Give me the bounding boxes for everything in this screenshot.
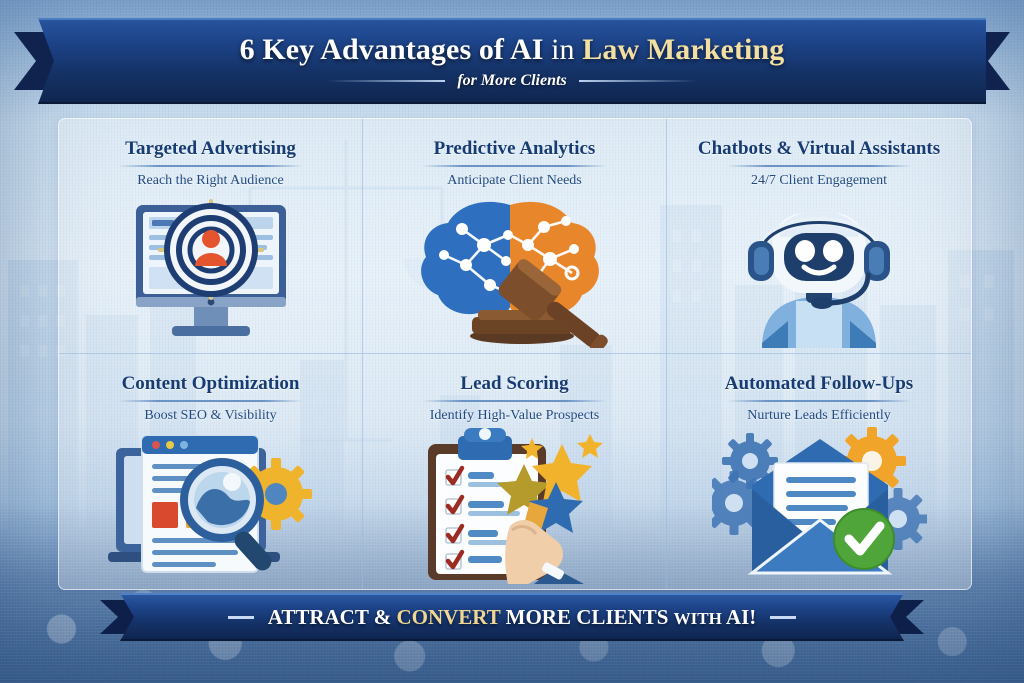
card-title-rule (726, 164, 912, 167)
card-chatbots-virtual-assistants[interactable]: Chatbots & Virtual Assistants 24/7 Clien… (667, 119, 971, 354)
card-title-rule (118, 164, 303, 167)
monitor-target-icon (135, 199, 286, 337)
footer-dash-right (770, 616, 796, 619)
card-icon-area (59, 189, 362, 353)
footer-segment-a: ATTRACT & (267, 604, 397, 629)
card-subtitle: 24/7 Client Engagement (750, 172, 888, 188)
card-title-rule (726, 399, 912, 402)
subtitle-rule-right (578, 79, 697, 82)
footer-segment-with: WITH (673, 608, 722, 628)
card-icon-area (363, 189, 666, 353)
card-title: Content Optimization (121, 373, 300, 394)
header-banner: 6 Key Advantages of AI in Law Marketing … (0, 8, 1024, 108)
card-subtitle: Boost SEO & Visibility (144, 407, 277, 423)
page-title: 6 Key Advantages of AI in Law Marketing (240, 33, 785, 67)
brain-gavel-icon (420, 202, 608, 349)
card-title: Lead Scoring (460, 373, 569, 394)
magnifier-icon (180, 458, 272, 571)
card-lead-scoring[interactable]: Lead Scoring Identify High-Value Prospec… (363, 354, 667, 589)
card-title-rule (422, 399, 607, 402)
card-title-rule (422, 164, 607, 167)
footer-cta: ATTRACT & CONVERT MORE CLIENTS WITH AI! (268, 605, 757, 630)
card-subtitle: Nurture Leads Efficiently (747, 407, 891, 423)
card-title-rule (118, 399, 303, 402)
browser-magnifier-gear-icon (108, 435, 312, 574)
banner-body: 6 Key Advantages of AI in Law Marketing … (38, 18, 986, 104)
card-content-optimization[interactable]: Content Optimization Boost SEO & Visibil… (59, 354, 363, 589)
card-targeted-advertising[interactable]: Targeted Advertising Reach the Right Aud… (59, 119, 363, 354)
card-automated-follow-ups[interactable]: Automated Follow-Ups Nurture Leads Effic… (667, 354, 971, 589)
footer-dash-left (228, 616, 254, 619)
card-title: Targeted Advertising (125, 138, 296, 159)
advantages-grid: Targeted Advertising Reach the Right Aud… (58, 118, 972, 590)
footer-body: ATTRACT & CONVERT MORE CLIENTS WITH AI! (120, 593, 904, 641)
card-title: Chatbots & Virtual Assistants (697, 138, 941, 159)
robot-headset-icon (747, 211, 890, 349)
card-subtitle: Anticipate Client Needs (447, 172, 582, 188)
card-subtitle: Reach the Right Audience (137, 172, 284, 188)
footer-segment-gold: CONVERT (396, 604, 501, 629)
title-segment-count: 6 (239, 32, 263, 66)
footer-segment-c: AI! (721, 604, 757, 629)
title-segment-key: Key Advantages (262, 32, 472, 66)
card-subtitle: Identify High-Value Prospects (429, 407, 600, 423)
title-segment-mid: of AI (471, 32, 552, 66)
footer-segment-b: MORE CLIENTS (500, 604, 674, 629)
card-icon-area (667, 189, 971, 353)
footer-banner: ATTRACT & CONVERT MORE CLIENTS WITH AI! (0, 593, 1024, 641)
envelope-check-gears-icon (711, 427, 927, 575)
card-icon-area (363, 424, 666, 589)
card-predictive-analytics[interactable]: Predictive Analytics Anticipate Client N… (363, 119, 667, 354)
clipboard-stars-hand-icon (428, 428, 603, 585)
title-segment-in: in (551, 32, 583, 66)
subtitle-rule-left (327, 79, 446, 82)
card-title: Predictive Analytics (433, 138, 596, 159)
title-segment-gold: Law Marketing (582, 32, 785, 66)
card-icon-area (667, 424, 971, 589)
card-icon-area (59, 424, 362, 589)
subtitle-row: for More Clients (327, 71, 697, 90)
page-subtitle: for More Clients (457, 71, 567, 89)
card-title: Automated Follow-Ups (724, 373, 914, 394)
